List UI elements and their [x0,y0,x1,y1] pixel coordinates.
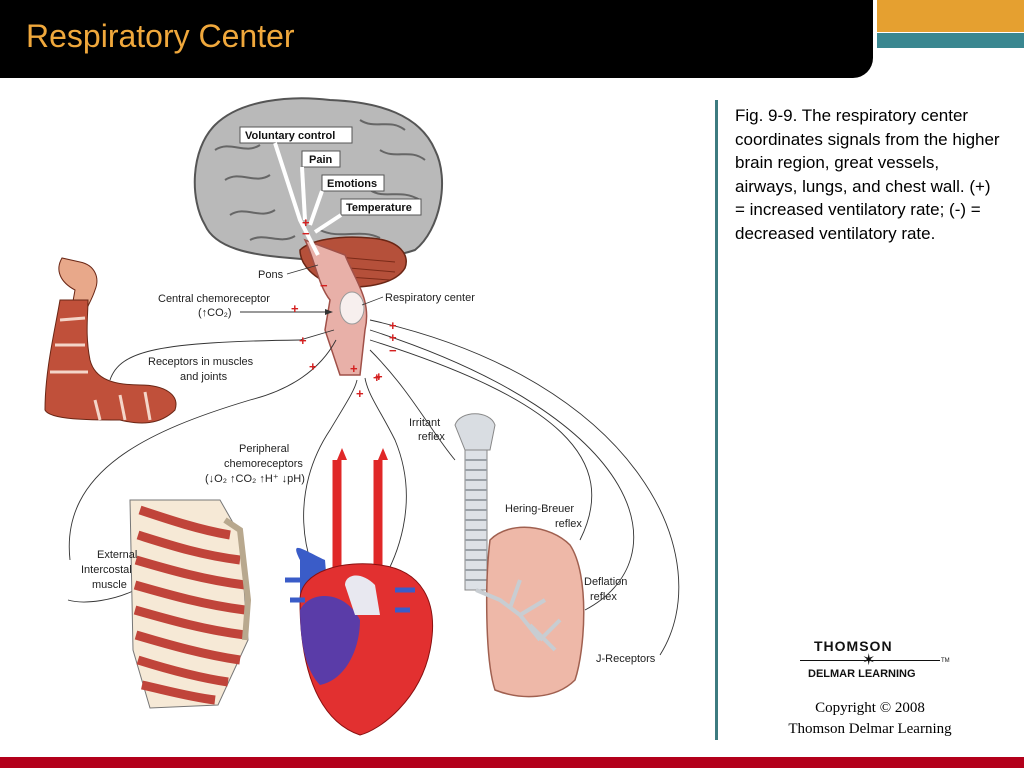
deflation-label-2: reflex [590,591,617,603]
muscle-plus: + [299,333,307,348]
thomson-delmar-logo: THOMSON ✶ TM DELMAR LEARNING [800,636,950,686]
logo-trademark: TM [941,658,950,664]
irritant-path [369,349,456,461]
j-receptor-plus: + [389,318,397,333]
deflation-path [369,329,635,611]
hering-breuer-path [369,339,593,541]
temperature-label: Temperature [346,202,412,214]
central-chemo-plus: + [291,301,299,316]
star-icon: ✶ [862,652,876,669]
peripheral-label-2: chemoreceptors [224,458,303,470]
pons-leader [286,264,319,275]
external-intercostal-3: muscle [92,579,127,591]
hering-label-2: reflex [555,518,582,530]
brain-descending-paths [273,142,343,256]
pain-label: Pain [309,154,333,166]
peripheral-plus-3: + [373,370,381,385]
pain-box [301,150,341,168]
slide-title: Respiratory Center [26,18,295,54]
copyright-notice: Copyright © 2008 Thomson Delmar Learning [760,698,980,740]
hering-label-1: Hering-Breuer [505,503,574,515]
intercostal-plus: + [309,359,317,374]
brain-plus-sign: + [302,215,310,230]
muscle-receptor-path [109,329,335,381]
logo-bottom-text: DELMAR LEARNING [808,668,916,680]
temperature-box [340,198,422,216]
arm-illustration [44,257,177,424]
irritant-label-2: reflex [418,431,445,443]
voluntary-control-label: Voluntary control [245,130,335,142]
respiratory-center-label: Respiratory center [385,292,475,304]
jreceptors-label: J-Receptors [596,653,656,665]
peripheral-plus-2: + [350,361,358,376]
respiratory-center-leader [361,296,384,306]
voluntary-control-box [239,126,353,144]
footer-bar [0,757,1024,768]
receptors-label-2: and joints [180,371,228,383]
heart-illustration [285,448,434,736]
airway-illustration [454,413,585,698]
receptors-label-1: Receptors in muscles [148,356,254,368]
figure-caption: Fig. 9-9. The respiratory center coordin… [735,106,1000,243]
peripheral-label-3: (↓O₂ ↑CO₂ ↑H⁺ ↓pH) [205,473,305,485]
intercostal-leader [67,589,136,603]
deflation-label-1: Deflation [584,576,627,588]
pons-minus-sign: − [320,278,328,293]
rib-cage-illustration [129,499,252,709]
central-chemo-arrowhead [325,309,333,315]
accent-teal-bar [877,33,1024,48]
copyright-line-2: Thomson Delmar Learning [788,721,952,737]
copyright-line-1: Copyright © 2008 [815,700,925,716]
header-bar [0,0,873,78]
peripheral-plus-1: + [356,386,364,401]
external-intercostal-1: External [97,549,137,561]
logo-rule [800,660,940,661]
central-chemoreceptor-label: Central chemoreceptor [158,293,270,305]
slide-header: Respiratory Center [0,0,1024,78]
irritant-label-1: Irritant [409,417,440,429]
irritant-plus: + [375,369,383,384]
accent-orange-bar [877,0,1024,32]
j-receptor-path [369,319,680,656]
deflation-plus: + [389,330,397,345]
vertical-divider [715,100,718,740]
logo-top-text: THOMSON [814,638,893,654]
brain-minus-sign: − [302,226,310,241]
emotions-box [321,174,385,192]
central-chemoreceptor-sub: (↑CO₂) [198,307,232,319]
emotions-label: Emotions [327,178,377,190]
pons-label: Pons [258,269,284,281]
intercostal-path [68,339,337,561]
peripheral-label-1: Peripheral [239,443,289,455]
hering-minus: − [389,343,397,358]
external-intercostal-2: Intercostal [81,564,132,576]
respiratory-diagram: Voluntary control Pain Emotions Temperat… [44,97,680,736]
